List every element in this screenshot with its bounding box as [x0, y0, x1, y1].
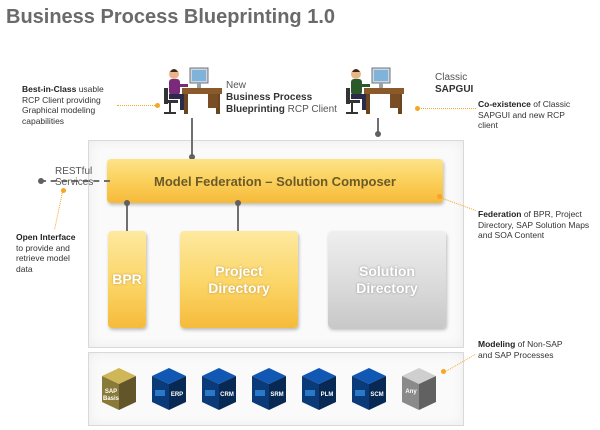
cube-label: CRM [220, 392, 234, 398]
cube-label: SAP [105, 389, 117, 395]
classic-client-connector [377, 118, 379, 134]
open-interface-note: Open Interface to provide and retrieve m… [16, 232, 76, 274]
connector-dot [235, 200, 241, 206]
cube-label: Any [405, 389, 417, 395]
callout-line [117, 105, 157, 106]
project-connector [237, 203, 239, 231]
connector-dot [124, 200, 130, 206]
modeling-note: Modeling of Non-SAP and SAP Processes [478, 339, 563, 360]
callout-dot [415, 106, 420, 111]
new-client-label: New Business Process Blueprinting RCP Cl… [226, 80, 337, 115]
callout-dot [61, 188, 66, 193]
callout-line [54, 192, 64, 230]
cube-srm: SRM [250, 366, 288, 412]
model-federation-bar: Model Federation – Solution Composer [107, 159, 443, 203]
cube-label-2: Basis [103, 396, 120, 402]
cube-plm: PLM [300, 366, 338, 412]
person-at-desk-icon [342, 60, 406, 118]
cube-label: ERP [171, 392, 183, 398]
connector-dot [189, 154, 195, 160]
federation-note: Federation of BPR, Project Directory, SA… [478, 209, 590, 240]
cube-label: SRM [270, 392, 283, 398]
cube-label: SCM [370, 392, 383, 398]
classic-client-label: Classic SAPGUI [435, 72, 474, 95]
cube-label: PLM [321, 392, 334, 398]
bpr-block: BPR [108, 231, 146, 328]
cube-scm: SCM [350, 366, 388, 412]
person-at-desk-icon [160, 60, 224, 118]
callout-line [418, 108, 476, 109]
cube-any: Any [400, 366, 438, 412]
page-title: Business Process Blueprinting 1.0 [6, 6, 335, 28]
restful-connector [40, 180, 110, 184]
callout-dot [155, 103, 160, 108]
callout-dot [437, 194, 442, 199]
callout-dot [441, 369, 446, 374]
cube-crm: CRM [200, 366, 238, 412]
new-client-connector [191, 118, 193, 158]
cube-erp: ERP [150, 366, 188, 412]
connector-dot [38, 178, 44, 184]
restful-services-label: RESTful Services [55, 166, 94, 188]
bpr-connector [126, 203, 128, 231]
coexistence-note: Co-existence of Classic SAPGUI and new R… [478, 99, 571, 130]
connector-dot [375, 131, 381, 137]
best-in-class-note: Best-in-Class usable RCP Client providin… [22, 84, 104, 126]
